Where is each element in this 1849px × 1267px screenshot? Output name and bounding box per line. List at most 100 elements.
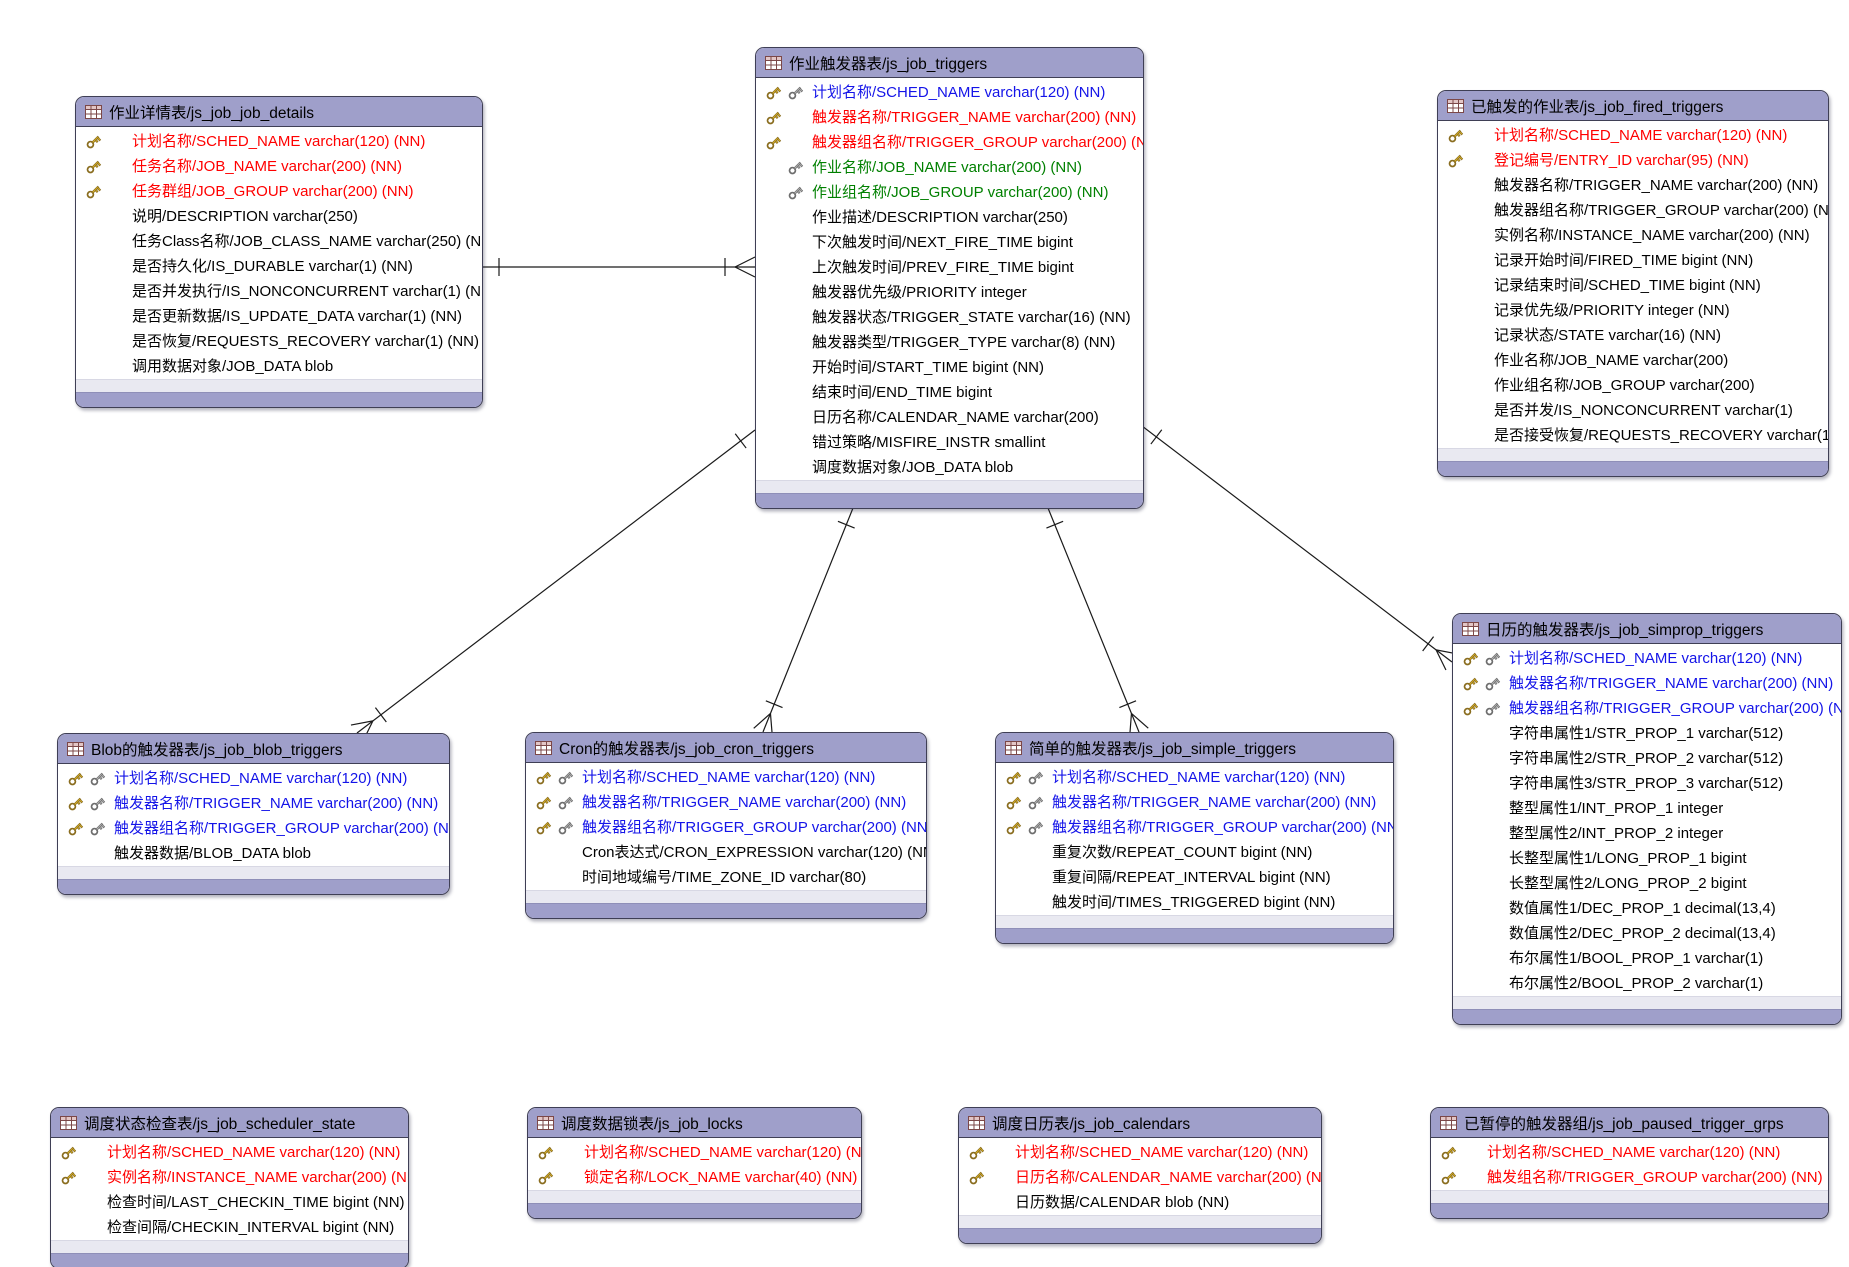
entity-title: 简单的触发器表/js_job_simple_triggers [1029,740,1297,758]
field-row: 触发器组名称/TRIGGER_GROUP varchar(200) (NN) [526,815,926,840]
primary-key-icon [1006,821,1022,835]
field-row: 计划名称/SCHED_NAME varchar(120) (NN) [959,1140,1321,1165]
field-row: 任务名称/JOB_NAME varchar(200) (NN) [76,154,482,179]
field-row: 整型属性1/INT_PROP_1 integer [1453,796,1841,821]
foreign-key-icon [558,821,574,835]
primary-key-icon [1441,1171,1457,1185]
entity-header[interactable]: 已触发的作业表/js_job_fired_triggers [1438,91,1828,121]
foreign-key-icon [90,772,106,786]
entity-title: 调度状态检查表/js_job_scheduler_state [84,1115,356,1133]
field-row: 日历名称/CALENDAR_NAME varchar(200) [756,405,1143,430]
field-row: 长整型属性2/LONG_PROP_2 bigint [1453,871,1841,896]
crows-foot [734,256,756,268]
cardinality-one-tick [1422,636,1435,652]
field-row: 触发器名称/TRIGGER_NAME varchar(200) (NN) [1453,671,1841,696]
primary-key-icon [536,771,552,785]
entity-header[interactable]: 已暂停的触发器组/js_job_paused_trigger_grps [1431,1108,1828,1138]
cardinality-one-tick [1150,429,1163,445]
entity-footer-strip [996,915,1393,928]
table-icon [1447,98,1464,113]
field-row: 是否并发/IS_NONCONCURRENT varchar(1) [1438,398,1828,423]
entity-header[interactable]: 简单的触发器表/js_job_simple_triggers [996,733,1393,763]
entity-header[interactable]: 作业触发器表/js_job_triggers [756,48,1143,78]
primary-key-icon [766,111,782,125]
field-label: 作业组名称/JOB_GROUP varchar(200) (NN) [812,184,1109,201]
field-label: 是否持久化/IS_DURABLE varchar(1) (NN) [132,258,413,275]
entity-js_job_triggers[interactable]: 作业触发器表/js_job_triggers 计划名称/SCHED_NAME va… [755,47,1144,509]
entity-footer-strip [58,866,449,879]
entity-footer-strip [756,480,1143,493]
field-label: 下次触发时间/NEXT_FIRE_TIME bigint [812,234,1073,251]
foreign-key-icon [90,822,106,836]
entity-js_job_calendars[interactable]: 调度日历表/js_job_calendars 计划名称/SCHED_NAME va… [958,1107,1322,1244]
entity-title: 日历的触发器表/js_job_simprop_triggers [1486,621,1764,639]
field-label: 开始时间/START_TIME bigint (NN) [812,359,1044,376]
entity-js_job_locks[interactable]: 调度数据锁表/js_job_locks 计划名称/SCHED_NAME varch… [527,1107,862,1219]
field-row: 作业名称/JOB_NAME varchar(200) (NN) [756,155,1143,180]
field-label: 计划名称/SCHED_NAME varchar(120) (NN) [1015,1144,1309,1161]
field-label: 任务名称/JOB_NAME varchar(200) (NN) [132,158,403,175]
field-label: 记录优先级/PRIORITY integer (NN) [1494,302,1730,319]
field-label: 上次触发时间/PREV_FIRE_TIME bigint [812,259,1074,276]
cardinality-one-tick [1119,700,1137,709]
primary-key-icon [1006,796,1022,810]
field-label: 作业组名称/JOB_GROUP varchar(200) [1494,377,1755,394]
entity-js_job_scheduler_state[interactable]: 调度状态检查表/js_job_scheduler_state 计划名称/SCHED… [50,1107,409,1267]
primary-key-icon [86,135,102,149]
field-label: 作业名称/JOB_NAME varchar(200) [1494,352,1729,369]
field-label: 任务群组/JOB_GROUP varchar(200) (NN) [132,183,414,200]
entity-header[interactable]: 调度状态检查表/js_job_scheduler_state [51,1108,408,1138]
field-row: 调度数据对象/JOB_DATA blob [756,455,1143,480]
entity-footer [996,928,1393,943]
entity-footer [756,493,1143,508]
table-icon [60,1115,77,1130]
entity-header[interactable]: Blob的触发器表/js_job_blob_triggers [58,734,449,764]
field-row: 布尔属性2/BOOL_PROP_2 varchar(1) [1453,971,1841,996]
entity-footer [528,1203,861,1218]
foreign-key-icon [90,797,106,811]
entity-header[interactable]: 调度数据锁表/js_job_locks [528,1108,861,1138]
field-label: 布尔属性2/BOOL_PROP_2 varchar(1) [1509,975,1764,992]
cardinality-one-tick [374,707,387,723]
primary-key-icon [61,1146,77,1160]
field-label: 计划名称/SCHED_NAME varchar(120) (NN) [584,1144,861,1161]
field-row: 触发器名称/TRIGGER_NAME varchar(200) (NN) [526,790,926,815]
field-label: 触发器名称/TRIGGER_NAME varchar(200) (NN) [582,794,907,811]
entity-header[interactable]: 调度日历表/js_job_calendars [959,1108,1321,1138]
field-row: 触发器组名称/TRIGGER_GROUP varchar(200) (NN) [58,816,449,841]
field-label: 是否更新数据/IS_UPDATE_DATA varchar(1) (NN) [132,308,463,325]
entity-footer-strip [1431,1190,1828,1203]
foreign-key-icon [1485,702,1501,716]
field-label: 重复次数/REPEAT_COUNT bigint (NN) [1052,844,1313,861]
table-icon [1462,621,1479,636]
field-label: 计划名称/SCHED_NAME varchar(120) (NN) [812,84,1106,101]
field-row: 触发器类型/TRIGGER_TYPE varchar(8) (NN) [756,330,1143,355]
field-row: 数值属性1/DEC_PROP_1 decimal(13,4) [1453,896,1841,921]
foreign-key-icon [788,161,804,175]
field-label: 作业描述/DESCRIPTION varchar(250) [812,209,1068,226]
entity-header[interactable]: 日历的触发器表/js_job_simprop_triggers [1453,614,1841,644]
field-row: 重复次数/REPEAT_COUNT bigint (NN) [996,840,1393,865]
foreign-key-icon [1028,821,1044,835]
field-row: 是否接受恢复/REQUESTS_RECOVERY varchar(1) [1438,423,1828,448]
field-row: 触发时间/TIMES_TRIGGERED bigint (NN) [996,890,1393,915]
field-row: 计划名称/SCHED_NAME varchar(120) (NN) [51,1140,408,1165]
entity-header[interactable]: 作业详情表/js_job_job_details [76,97,482,127]
field-row: 任务群组/JOB_GROUP varchar(200) (NN) [76,179,482,204]
primary-key-icon [61,1171,77,1185]
primary-key-icon [766,136,782,150]
foreign-key-icon [558,771,574,785]
primary-key-icon [1463,652,1479,666]
field-label: 结束时间/END_TIME bigint [812,384,993,401]
field-row: 检查间隔/CHECKIN_INTERVAL bigint (NN) [51,1215,408,1240]
entity-header[interactable]: Cron的触发器表/js_job_cron_triggers [526,733,926,763]
field-label: 调度数据对象/JOB_DATA blob [812,459,1014,476]
